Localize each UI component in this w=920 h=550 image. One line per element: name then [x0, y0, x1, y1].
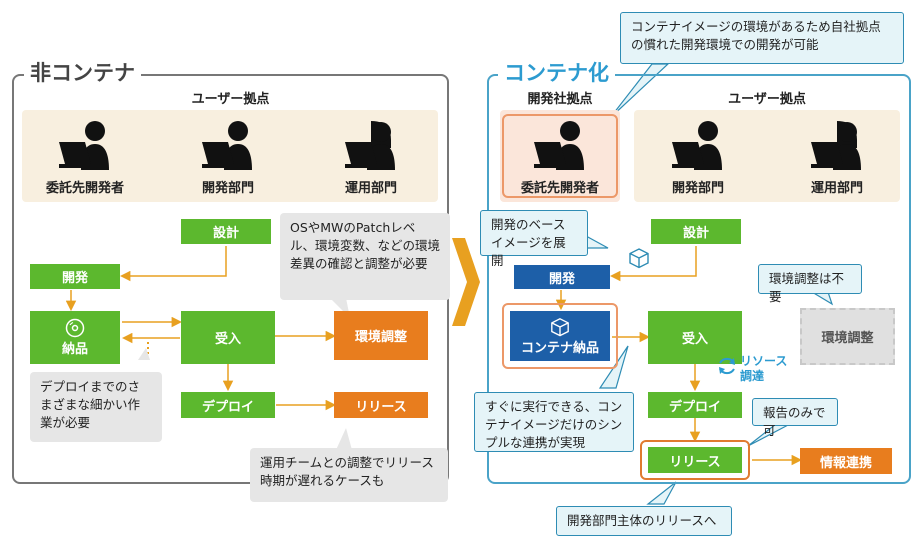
developer-icon: [202, 121, 252, 170]
developer-icon: [534, 121, 584, 170]
right-users-label: ユーザー拠点: [728, 92, 806, 107]
right-accept-box: 受入: [648, 311, 742, 364]
left-accept-box: 受入: [181, 311, 275, 364]
env-unneeded-callout: 環境調整は不要: [758, 264, 862, 304]
release-highlight: [640, 440, 750, 480]
left-person-ops: 運用部門: [316, 118, 426, 196]
container-cube-icon: [551, 317, 569, 336]
right-person-contractor: 委託先開発者: [505, 118, 615, 196]
right-info-box: 情報連携: [800, 448, 892, 474]
pointer-ops-note: [336, 428, 352, 450]
person-label: 委託先開発者: [45, 181, 124, 196]
left-users-label: ユーザー拠点: [191, 92, 270, 107]
left-env-callout: OSやMWのPatchレベル、環境変数、などの環境差異の確認と調整が必要: [280, 213, 450, 300]
right-env-box: 環境調整: [800, 308, 895, 365]
person-label: 開発部門: [671, 181, 724, 196]
left-delivery-box: 納品: [30, 311, 120, 364]
cube-icon: [629, 248, 649, 269]
person-label: 開発部門: [201, 181, 254, 196]
left-panel-title: 非コンテナ: [24, 60, 141, 86]
dev-site-highlight: [502, 114, 618, 198]
person-label: 委託先開発者: [520, 181, 599, 196]
left-release-box: リリース: [334, 392, 428, 418]
base-image-callout: 開発のベースイメージを展開: [480, 210, 588, 268]
left-ops-callout: 運用チームとの調整でリリース時期が遅れるケースも: [250, 448, 448, 502]
simple-callout: すぐに実行できる、コンテナイメージだけのシンプルな連携が実現: [474, 392, 634, 452]
left-env-box: 環境調整: [334, 311, 428, 360]
pointer-top: [609, 63, 670, 119]
report-callout: 報告のみで可: [752, 398, 838, 438]
right-container-delivery-box: コンテナ納品: [510, 311, 610, 361]
delivery-highlight: [502, 303, 618, 369]
transition-arrow: [452, 238, 480, 326]
right-top-callout: コンテナイメージの環境があるため自社拠点の慣れた開発環境での開発が可能: [620, 12, 904, 64]
delivery-label: 納品: [61, 342, 88, 357]
operator-icon: [345, 121, 395, 170]
refresh-icon: [719, 357, 735, 375]
person-label: 運用部門: [344, 181, 397, 196]
right-dev-box: 開発: [514, 265, 610, 289]
left-deploy-callout: デプロイまでのさまざまな細かい作業が必要: [30, 372, 162, 442]
pointer-deploy-note: [138, 348, 150, 360]
left-deploy-box: デプロイ: [181, 392, 275, 418]
resource-label: リソース調達: [740, 354, 788, 383]
right-person-dev: 開発部門: [643, 118, 753, 196]
container-delivery-label: コンテナ納品: [520, 340, 599, 356]
pointer-devled: [646, 481, 677, 505]
left-person-contractor: 委託先開発者: [30, 118, 140, 196]
right-deploy-box: デプロイ: [648, 392, 742, 418]
operator-icon: [811, 121, 861, 170]
left-design-box: 設計: [181, 219, 271, 244]
person-label: 運用部門: [810, 181, 863, 196]
developer-icon: [672, 121, 722, 170]
right-person-ops: 運用部門: [782, 118, 892, 196]
left-dev-box: 開発: [30, 264, 120, 289]
right-dev-site-label: 開発社拠点: [527, 92, 593, 107]
disc-icon: [65, 318, 85, 338]
right-release-box: リリース: [648, 447, 742, 473]
right-panel-title: コンテナ化: [498, 60, 615, 86]
arrow-design-to-dev: [119, 246, 227, 282]
developer-icon: [59, 121, 109, 170]
left-person-dev: 開発部門: [173, 118, 283, 196]
container-panel: [487, 74, 911, 484]
arrow-r-design-to-dev: [609, 246, 697, 282]
right-design-box: 設計: [651, 219, 741, 244]
dev-led-callout: 開発部門主体のリリースへ: [556, 506, 732, 536]
